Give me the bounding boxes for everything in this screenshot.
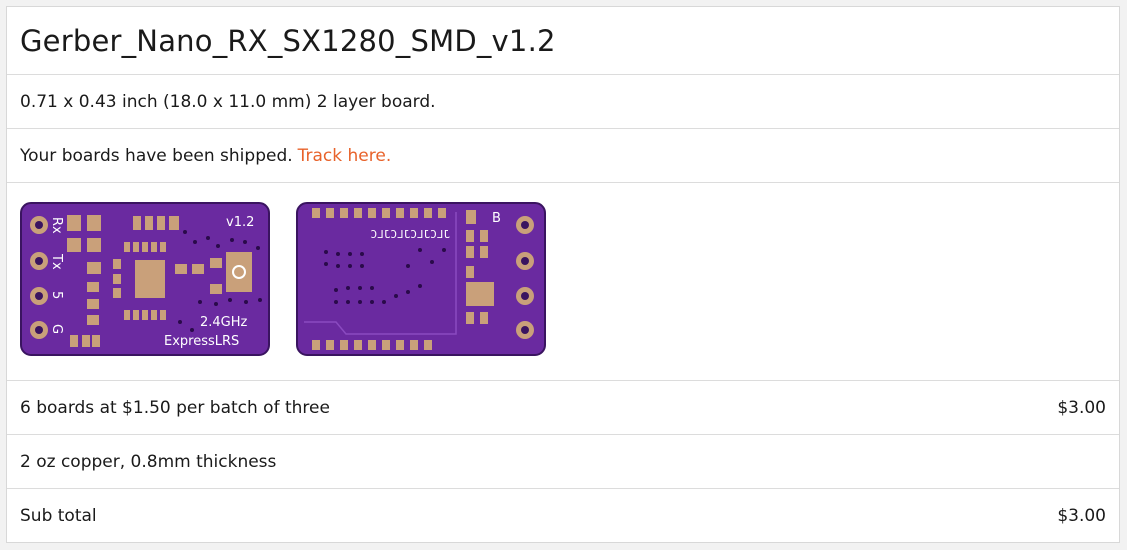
pricing-label: 6 boards at $1.50 per batch of three [20,397,330,418]
pin-label-tx: Tx [49,253,64,270]
track-link[interactable]: Track here. [297,145,392,166]
subtotal-label: Sub total [20,506,97,526]
board-brand-label: ExpressLRS [164,334,239,349]
board-side-label: B [492,211,501,226]
pin-label-rx: Rx [49,217,64,234]
subtotal-row: Sub total $3.00 [7,489,1119,543]
pin-label-gnd: G [49,324,64,334]
shipping-status-row: Your boards have been shipped. Track her… [7,129,1119,183]
board-freq-label: 2.4GHz [200,315,248,330]
copper-spec-row: 2 oz copper, 0.8mm thickness [7,435,1119,489]
board-version-label: v1.2 [226,215,254,230]
pricing-row: 6 boards at $1.50 per batch of three $3.… [7,381,1119,435]
board-dimensions-text: 0.71 x 0.43 inch (18.0 x 11.0 mm) 2 laye… [20,91,436,112]
subtotal-value: $3.00 [1057,506,1106,526]
copper-spec-text: 2 oz copper, 0.8mm thickness [20,451,277,472]
pricing-value: $3.00 [1057,397,1106,418]
board-bottom-image[interactable]: JLCJLCJLCJLC B [296,202,546,356]
pin-label-5v: 5 [49,291,64,299]
order-card: Gerber_Nano_RX_SX1280_SMD_v1.2 0.71 x 0.… [6,6,1120,543]
board-dimensions-row: 0.71 x 0.43 inch (18.0 x 11.0 mm) 2 laye… [7,75,1119,129]
board-previews-row: Rx Tx 5 G [7,183,1119,381]
project-title-text: Gerber_Nano_RX_SX1280_SMD_v1.2 [20,23,556,58]
project-title: Gerber_Nano_RX_SX1280_SMD_v1.2 [7,7,1119,75]
shipping-status-text: Your boards have been shipped. [20,145,293,166]
board-top-image[interactable]: Rx Tx 5 G [20,202,270,356]
board-silk-text: JLCJLCJLCJLC [371,228,450,241]
